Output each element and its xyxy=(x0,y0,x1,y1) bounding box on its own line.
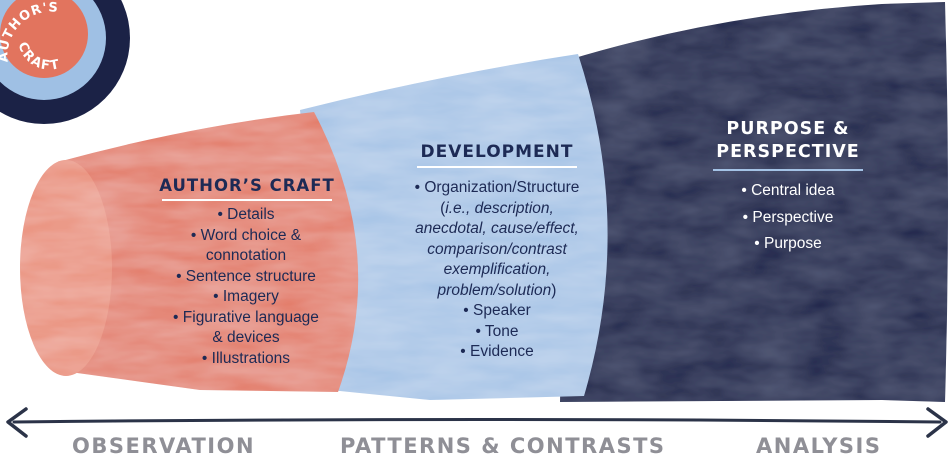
list-item: (i.e., description, xyxy=(440,199,554,217)
development-underline xyxy=(417,166,577,168)
list-item: • Organization/Structure xyxy=(414,179,580,196)
authors-craft-heading: AUTHOR’S CRAFT xyxy=(150,176,344,207)
list-item: • Word choice & xyxy=(190,226,302,244)
development-list: • Organization/Structure (i.e., descript… xyxy=(376,178,618,363)
axis-label-observation: OBSERVATION xyxy=(72,434,256,458)
list-item: • Sentence structure xyxy=(176,267,316,285)
list-item: • Details xyxy=(217,206,275,223)
list-item: anecdotal, cause/effect, xyxy=(415,220,579,237)
list-item: • Speaker xyxy=(463,302,531,319)
development-heading: DEVELOPMENT xyxy=(380,142,614,174)
list-item: problem/solution) xyxy=(437,281,557,299)
list-item: • Purpose xyxy=(754,235,822,252)
list-item: • Tone xyxy=(475,322,519,340)
purpose-perspective-heading: PURPOSE & PERSPECTIVE xyxy=(690,118,886,177)
authors-craft-segment xyxy=(58,112,359,392)
list-item: • Central idea xyxy=(741,182,835,199)
double-headed-arrow-icon xyxy=(6,407,948,438)
list-item: • Imagery xyxy=(213,288,279,305)
development-segment xyxy=(300,54,608,400)
list-item: • Perspective xyxy=(742,208,834,226)
list-item: connotation xyxy=(205,247,287,264)
list-item: exemplification, xyxy=(443,261,551,278)
purpose-perspective-list: • Central idea • Perspective • Purpose xyxy=(690,180,886,255)
authors-craft-list: • Details • Word choice & connotation • … xyxy=(148,205,344,369)
list-item: • Figurative language xyxy=(173,308,319,326)
authors-craft-badge: AUTHOR'S CRAFT xyxy=(0,0,130,124)
list-item: comparison/contrast xyxy=(427,240,567,258)
list-item: • Evidence xyxy=(460,343,534,360)
purpose-perspective-segment xyxy=(560,2,948,402)
list-item: • Illustrations xyxy=(201,349,291,367)
authors-craft-underline xyxy=(162,199,332,201)
axis-label-analysis: ANALYSIS xyxy=(756,434,882,458)
purpose-perspective-underline xyxy=(713,169,863,171)
authors-craft-front-face xyxy=(20,160,112,376)
list-item: & devices xyxy=(212,329,280,346)
axis-label-patterns-contrasts: PATTERNS & CONTRASTS xyxy=(340,434,666,458)
